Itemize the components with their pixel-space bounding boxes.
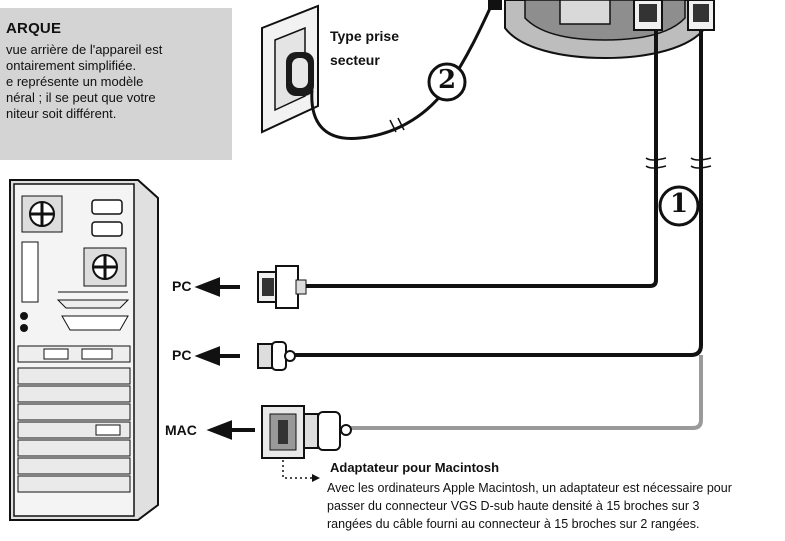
analog-signal-cable	[290, 30, 703, 357]
arrow-left-icon	[194, 277, 240, 297]
digital-signal-cable	[300, 30, 658, 288]
power-cable-plug	[488, 0, 502, 10]
pc-analog-label: PC	[172, 347, 192, 363]
step-1-circle	[658, 185, 700, 227]
power-cable-break	[389, 117, 405, 133]
pc-tower-icon	[9, 179, 159, 521]
adapter-callout-line	[282, 460, 312, 479]
arrow-left-icon	[206, 420, 255, 440]
plug-type-label-2: secteur	[330, 52, 380, 68]
cable-break-right	[690, 157, 712, 169]
adapter-line-2: passer du connecteur VGS D-sub haute den…	[327, 499, 700, 513]
adapter-line-3: rangées du câble fourni au connecteur à …	[327, 517, 700, 531]
adapter-title: Adaptateur pour Macintosh	[330, 460, 500, 475]
plug-type-label-1: Type prise	[330, 28, 399, 44]
dvi-connector-icon	[257, 265, 307, 309]
dsub-connector-icon	[257, 341, 296, 371]
note-line-1: vue arrière de l'appareil est	[6, 42, 163, 57]
mac-adapter-icon	[261, 405, 352, 459]
adapter-line-1: Avec les ordinateurs Apple Macintosh, un…	[327, 481, 732, 495]
note-title: ARQUE	[6, 20, 62, 37]
note-line-5: niteur soit différent.	[6, 106, 117, 121]
monitor-base-icon	[504, 0, 715, 60]
cable-break-left	[645, 157, 667, 169]
pc-digital-label: PC	[172, 278, 192, 294]
adapter-callout-arrow	[312, 474, 320, 482]
mac-label: MAC	[165, 422, 197, 438]
note-line-2: ontairement simplifiée.	[6, 58, 137, 73]
mac-signal-cable	[345, 355, 703, 430]
power-cable	[310, 3, 494, 140]
note-line-4: néral ; il se peut que votre	[6, 90, 156, 105]
step-number-power: 2	[437, 65, 457, 95]
step-number-signal: 1	[669, 189, 689, 219]
note-line-3: e représente un modèle	[6, 74, 144, 89]
wall-outlet-icon	[261, 4, 319, 134]
arrow-left-icon	[194, 346, 240, 366]
note-box: ARQUE vue arrière de l'appareil est onta…	[0, 8, 232, 160]
step-2-circle	[427, 62, 467, 102]
